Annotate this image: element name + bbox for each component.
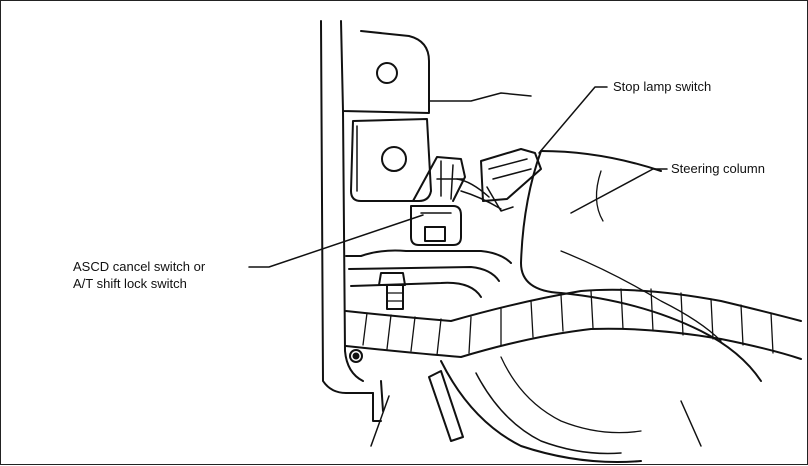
ascd-cancel-switch: [410, 156, 466, 246]
ascd-switch-label-line1: ASCD cancel switch or: [73, 259, 206, 274]
adjuster-bolt: [378, 272, 406, 310]
stop-lamp-switch: [456, 148, 542, 212]
stop-lamp-switch-label: Stop lamp switch: [613, 79, 712, 94]
lower-housing: [370, 356, 702, 463]
leader-stop-lamp-switch: [538, 86, 608, 154]
callout-leaders: [248, 86, 668, 268]
ascd-switch-label-line2: A/T shift lock switch: [73, 276, 187, 291]
steering-column: [520, 150, 762, 382]
mounting-bracket: [320, 20, 532, 394]
wiring-harness: [345, 288, 802, 360]
leader-ascd-switch: [248, 214, 424, 268]
steering-column-label: Steering column: [671, 161, 765, 176]
leader-steering-column: [570, 168, 668, 214]
pedal-arm: [345, 249, 512, 422]
